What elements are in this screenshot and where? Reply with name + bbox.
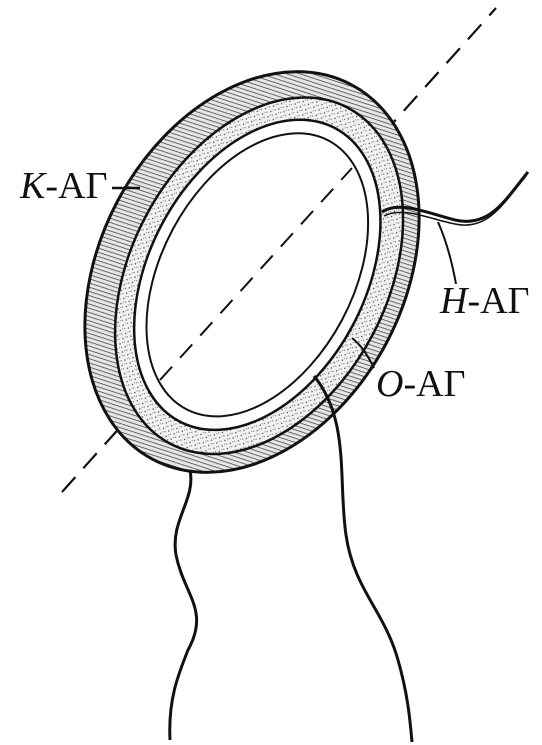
o-antigen-suffix: -АГ [403, 363, 465, 405]
flagellum-bottom-right [314, 376, 412, 742]
flagellum-bottom-left [170, 470, 197, 740]
o-antigen-label: O-АГ [376, 365, 466, 403]
h-antigen-suffix: -АГ [467, 280, 529, 322]
o-antigen-letter: O [376, 363, 403, 405]
k-antigen-suffix: -АГ [45, 165, 107, 207]
h-antigen-letter: H [440, 280, 467, 322]
leader-line-h [438, 222, 456, 284]
k-antigen-letter: K [20, 165, 45, 207]
h-antigen-label: H-АГ [440, 282, 530, 320]
k-antigen-label: K-АГ [20, 167, 107, 205]
